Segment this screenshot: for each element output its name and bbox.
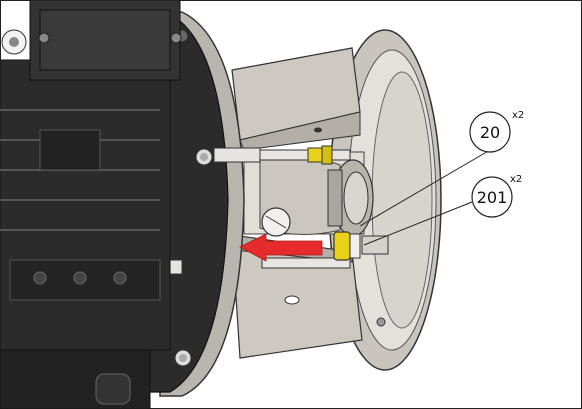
- nut-201: [333, 231, 351, 261]
- callout-circle: [469, 111, 511, 153]
- callout-20: 20 x2: [359, 110, 524, 227]
- callout-label: 20: [480, 123, 500, 142]
- callout-201: 201 x2: [363, 174, 522, 246]
- shaft-coupling: [243, 151, 389, 255]
- motor-body: [0, 0, 182, 409]
- callout-quantity: x2: [512, 110, 524, 121]
- callout-circle: [471, 176, 513, 218]
- callout-label: 201: [477, 188, 508, 207]
- arrow-left-icon: [239, 233, 323, 262]
- callout-quantity: x2: [510, 174, 522, 185]
- yellow-nuts: [307, 145, 361, 261]
